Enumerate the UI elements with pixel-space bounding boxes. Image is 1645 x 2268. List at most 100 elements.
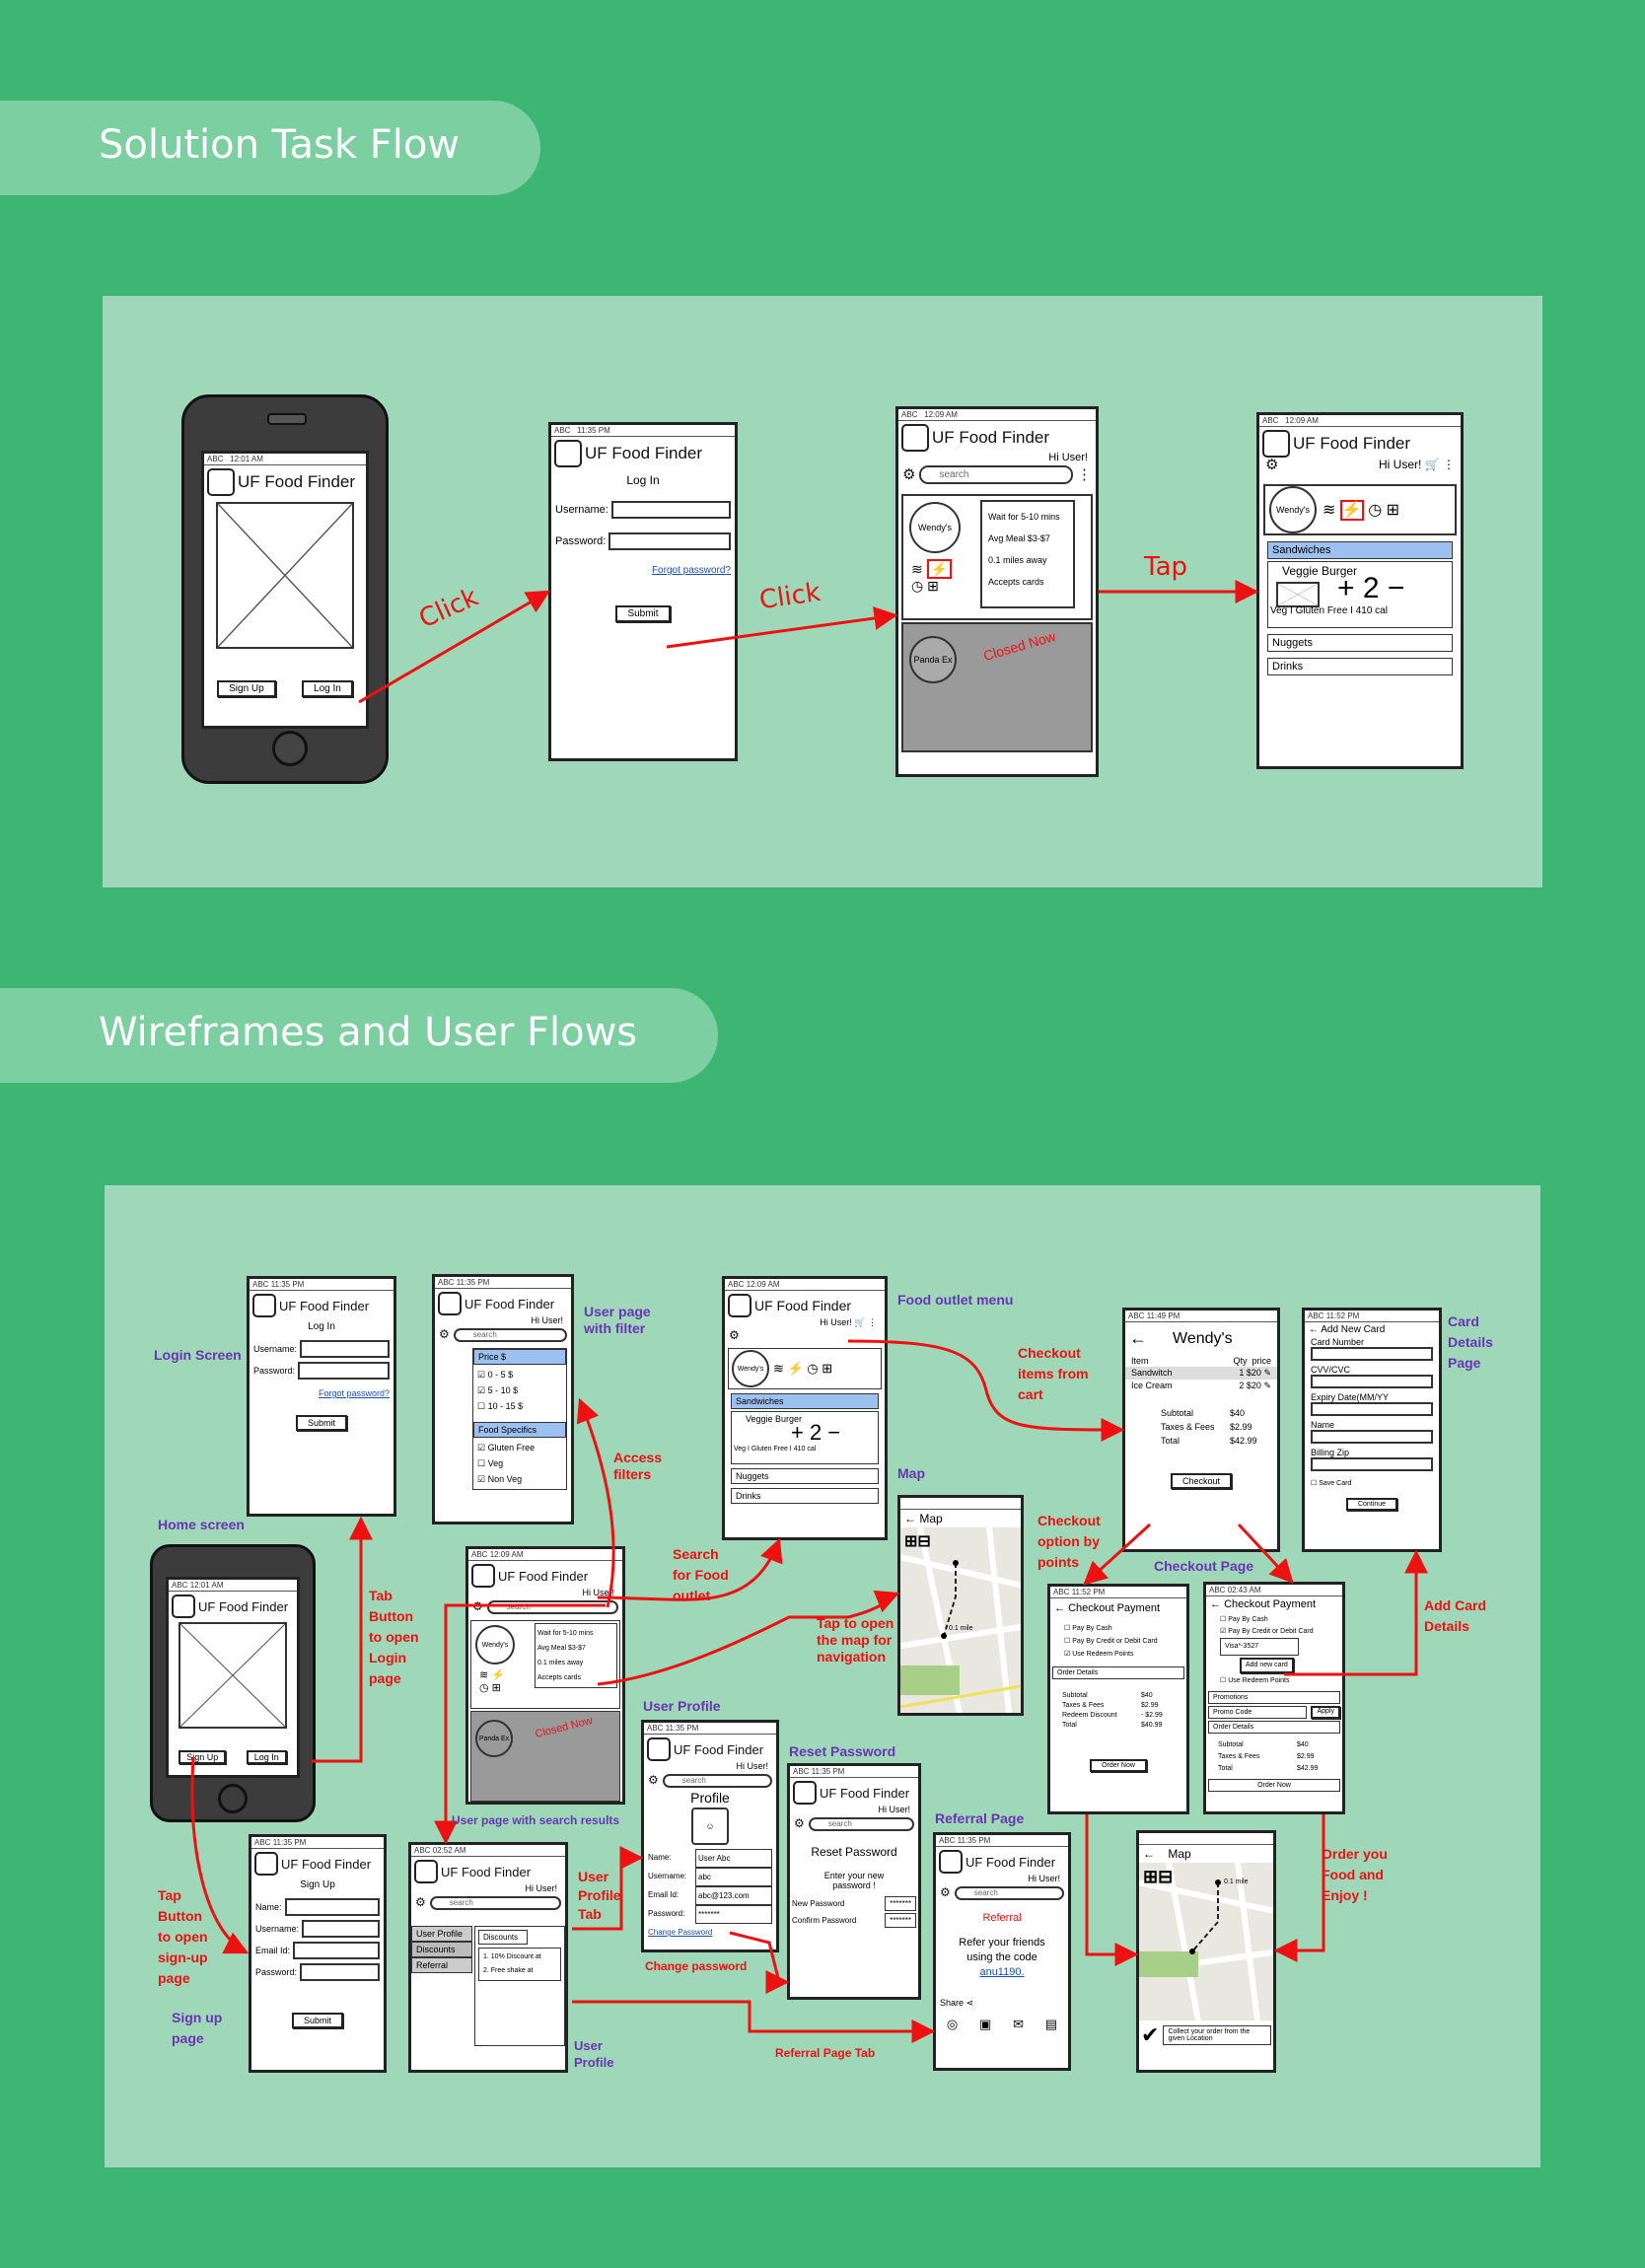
price-option[interactable]: ☐ 10 - 15 $ [477, 1401, 524, 1411]
price-option[interactable]: ☑ 0 - 5 $ [477, 1370, 514, 1380]
zoom-controls[interactable]: ⊞⊟ [904, 1533, 931, 1550]
log-in-button[interactable]: Log In [302, 680, 353, 697]
save-card-checkbox[interactable]: ☐ Save Card [1311, 1480, 1352, 1487]
category-drinks[interactable]: Drinks [731, 1488, 879, 1504]
username-input[interactable] [300, 1340, 390, 1358]
whatsapp-icon[interactable]: ◎ [946, 2017, 959, 2031]
name-input[interactable] [284, 1898, 380, 1916]
outlet-card[interactable]: Wendy's Wait for 5-10 mins Avg Meal $3-$… [901, 494, 1093, 620]
pay-option[interactable]: ☐ Use Redeem Points [1220, 1677, 1290, 1684]
tap-label: Tap [1144, 552, 1188, 582]
email-field[interactable]: abc@123.com [695, 1886, 772, 1905]
search-input[interactable]: search [486, 1599, 618, 1614]
search-input[interactable]: search [919, 465, 1073, 484]
search-input[interactable]: search [453, 1327, 567, 1342]
menu-item[interactable]: Veggie Burger + 2 − Veg I Gluten Free I … [1267, 561, 1453, 628]
order-now-button[interactable]: Order Now [1208, 1779, 1340, 1792]
zip-input[interactable] [1311, 1457, 1433, 1471]
log-in-button[interactable]: Log In [246, 1750, 287, 1764]
search-input[interactable]: search [662, 1773, 772, 1788]
item-name: Veggie Burger [1282, 564, 1358, 578]
new-password-input[interactable]: ******* [885, 1896, 916, 1911]
password-input[interactable] [608, 532, 731, 550]
gear-icon[interactable]: ⚙ [902, 466, 916, 483]
pay-option[interactable]: ☐ Pay By Cash [1220, 1616, 1268, 1623]
card-number-input[interactable] [1311, 1347, 1433, 1361]
category-nuggets[interactable]: Nuggets [1267, 634, 1453, 652]
facebook-icon[interactable]: ▣ [979, 2017, 992, 2031]
food-menu-screen: ABC 12:09 AM UF Food Finder ⚙Hi User! 🛒 … [1256, 412, 1464, 769]
order-now-button[interactable]: Order Now [1090, 1759, 1147, 1772]
gear-icon[interactable]: ⚙ [1265, 457, 1279, 473]
category-drinks[interactable]: Drinks [1267, 658, 1453, 675]
username-input[interactable] [302, 1920, 380, 1938]
submit-button[interactable]: Submit [291, 2013, 343, 2028]
menu-user-profile[interactable]: User Profile [411, 1926, 472, 1942]
share-icon[interactable]: ⋖ [966, 1998, 974, 2008]
password-input[interactable] [298, 1362, 390, 1380]
submit-button[interactable]: Submit [295, 1415, 347, 1431]
checkout-button[interactable]: Checkout [1170, 1473, 1233, 1489]
cvv-input[interactable] [1311, 1375, 1433, 1388]
change-password-link[interactable]: Change Password [648, 1928, 713, 1937]
closed-outlet-card[interactable]: Panda Ex Closed Now [470, 1711, 620, 1802]
category-nuggets[interactable]: Nuggets [731, 1468, 879, 1484]
submit-button[interactable]: Submit [615, 605, 671, 622]
food-option[interactable]: ☑ Gluten Free [477, 1443, 536, 1453]
menu-item[interactable]: Veggie Burger + 2 − Veg I Gluten Free I … [731, 1411, 879, 1464]
map-view[interactable]: ⊞⊟ [900, 1527, 1021, 1713]
expiry-input[interactable] [1311, 1402, 1433, 1416]
checkout-title: Checkout Payment [1224, 1598, 1316, 1610]
pay-option[interactable]: ☑ Pay By Credit or Debit Card [1220, 1628, 1314, 1635]
forgot-password-link[interactable]: Forgot password? [318, 1388, 390, 1398]
continue-button[interactable]: Continue [1345, 1498, 1398, 1511]
gear-icon[interactable]: ⚙ [472, 1599, 483, 1613]
mail-icon[interactable]: ✉ [1013, 2017, 1024, 2031]
food-option[interactable]: ☐ Veg [477, 1458, 504, 1468]
cart-icon[interactable]: 🛒 [1424, 458, 1440, 471]
gear-icon[interactable]: ⚙ [439, 1327, 450, 1341]
email-input[interactable] [293, 1942, 380, 1959]
search-input[interactable]: search [954, 1885, 1064, 1900]
sign-up-button[interactable]: Sign Up [217, 680, 276, 697]
pay-option[interactable]: ☐ Pay By Cash [1064, 1625, 1112, 1632]
more-icon[interactable]: ⋮ [1077, 466, 1092, 483]
map-view[interactable]: ⊞⊟ 0.1 mile [1139, 1863, 1273, 2020]
login-screen-small: ABC 11:35 PM UF Food Finder Log In Usern… [247, 1276, 396, 1517]
plug-icon: ⚡ [926, 559, 953, 579]
menu-referral[interactable]: Referral [411, 1957, 472, 1973]
twitter-icon[interactable]: ▤ [1044, 2017, 1058, 2031]
category-sandwiches[interactable]: Sandwiches [1267, 541, 1453, 559]
forgot-password-link[interactable]: Forgot password? [651, 565, 731, 576]
price-option[interactable]: ☑ 5 - 10 $ [477, 1385, 519, 1395]
name-field[interactable]: User Abc [695, 1849, 772, 1868]
avg-meal: Avg Meal $3-$7 [988, 533, 1050, 543]
password-field[interactable]: ******* [695, 1905, 772, 1924]
food-option[interactable]: ☑ Non Veg [477, 1474, 523, 1484]
pay-option[interactable]: ☑ Use Redeem Points [1064, 1651, 1134, 1658]
confirm-password-input[interactable]: ******* [885, 1913, 916, 1928]
quantity-stepper[interactable]: + 2 − [1337, 572, 1405, 604]
back-arrow-icon[interactable]: ← [1129, 1328, 1147, 1348]
username-input[interactable] [610, 501, 731, 519]
user-search-label: User page with search results [452, 1813, 620, 1827]
zoom-controls[interactable]: ⊞⊟ [1143, 1867, 1174, 1886]
menu-discounts[interactable]: Discounts [411, 1942, 472, 1957]
search-input[interactable]: search [429, 1895, 561, 1910]
referral-code[interactable]: anu1190. [979, 1966, 1025, 1978]
add-new-card-button[interactable]: Add new card [1240, 1658, 1294, 1673]
category-sandwiches[interactable]: Sandwiches [731, 1393, 879, 1409]
apply-button[interactable]: Apply [1311, 1706, 1340, 1719]
password-input[interactable] [300, 1963, 380, 1981]
gear-icon[interactable]: ⚙ [415, 1895, 426, 1909]
search-input[interactable]: search [808, 1816, 914, 1831]
side-menu: User Profile Discounts Referral [411, 1926, 472, 2046]
promo-code-input[interactable]: Promo Code [1208, 1706, 1308, 1719]
sign-up-button[interactable]: Sign Up [179, 1750, 227, 1764]
card-select[interactable]: Visa*-3527 [1220, 1638, 1299, 1656]
closed-outlet-card[interactable]: Panda Ex Closed Now [901, 622, 1093, 752]
card-name-input[interactable] [1311, 1430, 1433, 1444]
username-field[interactable]: abc [695, 1868, 772, 1886]
pay-option[interactable]: ☐ Pay By Credit or Debit Card [1064, 1638, 1158, 1645]
